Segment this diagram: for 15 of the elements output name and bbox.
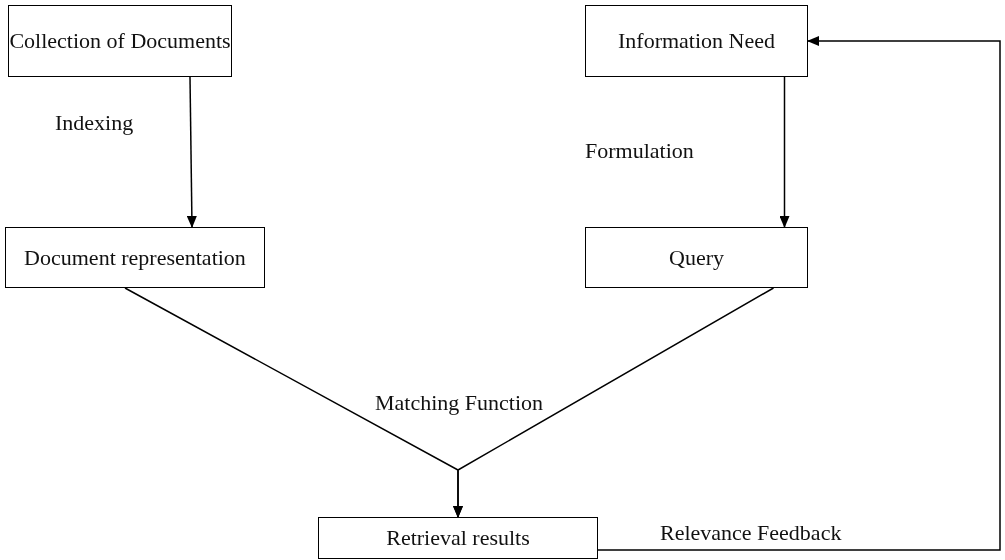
arrow	[186, 76, 197, 228]
function-label: Matching Function	[375, 390, 544, 416]
process-box	[585, 5, 808, 77]
process-box	[8, 5, 232, 77]
box-label: Collection of Documents	[9, 28, 231, 54]
process-box	[585, 227, 808, 288]
box-label: Document representation	[24, 244, 246, 271]
arrow	[779, 76, 790, 228]
box-label: Query	[669, 244, 724, 271]
process-box	[5, 227, 265, 288]
arrow	[597, 36, 1001, 551]
box-label: Retrieval results	[386, 525, 530, 551]
arrow	[453, 287, 775, 518]
process-box	[318, 517, 598, 559]
box-label: Information Need	[618, 28, 775, 54]
